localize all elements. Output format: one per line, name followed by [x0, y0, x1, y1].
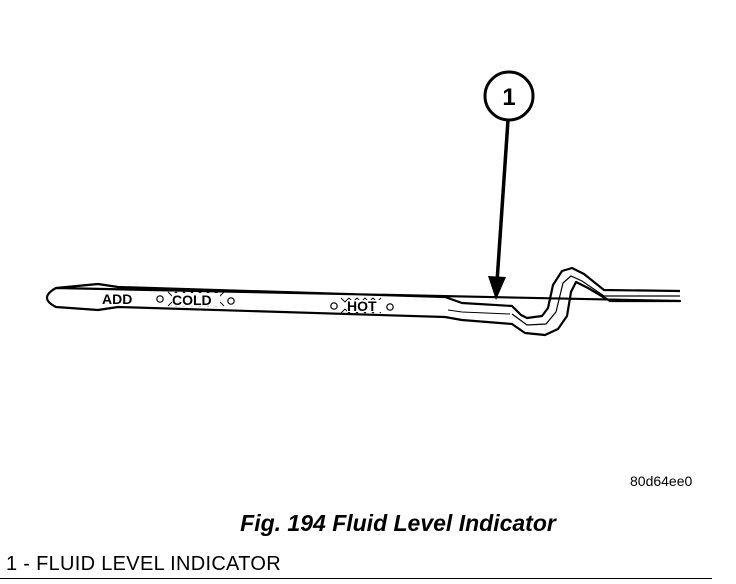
hot-marking: HOT: [347, 298, 377, 314]
cold-zone: COLD: [156, 291, 235, 308]
hot-zone: HOT: [330, 297, 394, 314]
dipstick-wire-detail: [511, 275, 680, 326]
cold-right-hole: [227, 297, 235, 305]
cold-left-hole: [156, 295, 164, 303]
callout-arrowhead: [488, 276, 506, 300]
callout-circle: [483, 70, 535, 122]
add-marking: ADD: [102, 291, 132, 307]
figure-caption: Fig. 194 Fluid Level Indicator: [240, 510, 556, 536]
legend-item-1: 1 - FLUID LEVEL INDICATOR: [0, 553, 712, 579]
hot-left-hole: [330, 302, 338, 310]
dipstick-blade-detail: [447, 309, 511, 315]
callout-number: 1: [502, 84, 515, 111]
image-id: 80d64ee0: [630, 473, 693, 489]
cold-marking: COLD: [172, 292, 212, 308]
callout-leader-line: [495, 119, 510, 283]
hot-right-hole: [386, 303, 394, 311]
